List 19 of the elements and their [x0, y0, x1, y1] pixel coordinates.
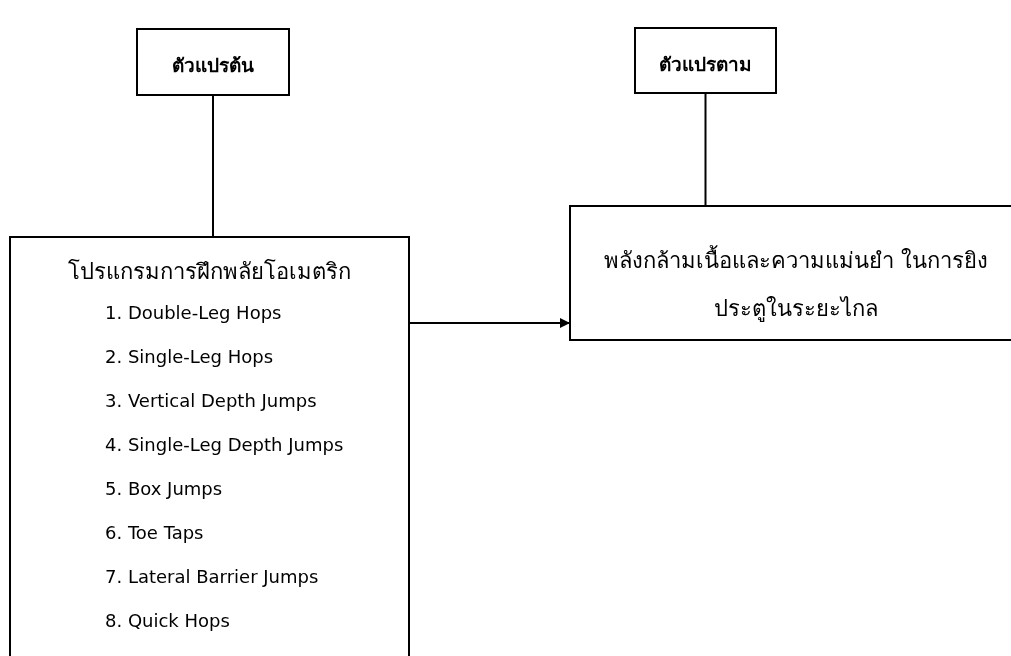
outcome-box — [569, 205, 1011, 341]
box-heading: โปรแกรมการฝึกพลัยโอเมตริก — [67, 258, 352, 286]
arrow — [409, 318, 570, 328]
list-item: 1. Double-Leg Hops — [105, 302, 282, 323]
list-item: 4. Single-Leg Depth Jumps — [105, 434, 344, 455]
box-title: ตัวแปรต้น — [171, 53, 255, 78]
list-item: 8. Quick Hops — [105, 610, 230, 631]
box-title: ตัวแปรตาม — [658, 52, 753, 77]
list-item: 2. Single-Leg Hops — [105, 346, 273, 367]
connector-line — [704, 93, 707, 206]
connector-line — [212, 95, 214, 237]
list-item: 3. Vertical Depth Jumps — [105, 390, 317, 411]
box-text: พลังกล้ามเนื้อและความแม่นยำ ในการยิงประตูในระยะไกล — [591, 237, 1001, 333]
list-item: 5. Box Jumps — [105, 478, 223, 499]
list-item: 6. Toe Taps — [105, 522, 204, 543]
variable-box — [136, 28, 290, 96]
program-box — [9, 236, 410, 656]
list-item: 7. Lateral Barrier Jumps — [105, 566, 319, 587]
variable-box — [634, 27, 777, 94]
